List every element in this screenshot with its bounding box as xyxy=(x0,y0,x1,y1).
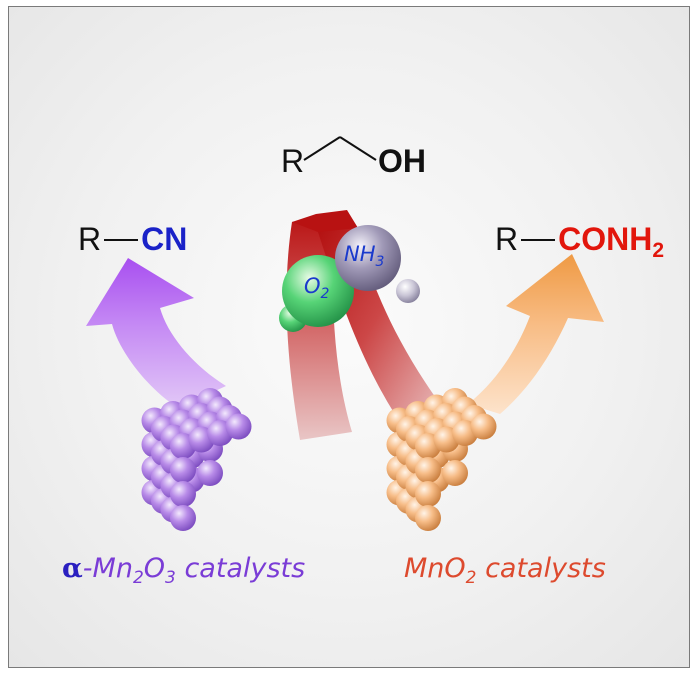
nitrile-bond xyxy=(104,238,139,241)
nitrile-product: R CN xyxy=(78,223,187,255)
right-cat-mno: MnO xyxy=(404,553,466,584)
o2-label: O2 xyxy=(304,274,330,302)
left-cat-sub1: 2 xyxy=(132,568,144,588)
alpha-mn2o3-catalyst-label: α-Mn2O3 catalysts xyxy=(62,555,305,587)
o2-molecule xyxy=(279,255,354,332)
amide-conh-label: CONH xyxy=(558,221,653,257)
amide-bond xyxy=(521,238,556,241)
alcohol-oh-label: OH xyxy=(378,143,426,179)
alcohol-bonds xyxy=(303,136,377,161)
amide-sub-label: 2 xyxy=(652,239,665,262)
nh3-subscript: 3 xyxy=(375,254,385,270)
sphere xyxy=(170,457,196,483)
purple-arrow xyxy=(86,258,226,408)
alpha-symbol: α xyxy=(62,553,83,584)
sphere xyxy=(415,481,441,507)
sphere xyxy=(470,413,497,440)
sphere xyxy=(415,505,441,531)
alcohol-r-label: R xyxy=(281,143,305,179)
nh3-symbol: NH xyxy=(344,242,376,266)
mno2-catalyst-label: MnO2 catalysts xyxy=(404,555,606,587)
right-cat-sub: 2 xyxy=(465,568,477,588)
orange-arrow xyxy=(468,254,604,414)
sphere xyxy=(197,460,223,486)
left-cat-mn: -Mn xyxy=(82,553,133,584)
sphere xyxy=(170,481,196,507)
left-cat-o: O xyxy=(143,553,166,584)
left-cat-sub2: 3 xyxy=(165,568,176,588)
o2-subscript: 2 xyxy=(320,286,330,302)
sphere xyxy=(225,413,252,440)
right-cat-suffix: catalysts xyxy=(476,553,606,584)
nitrile-cn-label: CN xyxy=(141,221,188,257)
sphere xyxy=(415,457,441,483)
nh3-molecule xyxy=(335,225,420,303)
nitrile-r-label: R xyxy=(78,221,102,257)
amide-r-label: R xyxy=(495,221,519,257)
o2-symbol: O xyxy=(304,274,321,298)
alpha-mn2o3-sphere-cluster xyxy=(141,388,252,531)
amide-product: R CONH2 xyxy=(495,223,664,261)
red-arrow-top xyxy=(292,210,358,232)
left-cat-suffix: catalysts xyxy=(175,553,306,584)
sphere xyxy=(170,505,196,531)
nh3-label: NH3 xyxy=(344,242,385,270)
mno2-sphere-cluster xyxy=(386,388,497,531)
sphere xyxy=(442,460,468,486)
